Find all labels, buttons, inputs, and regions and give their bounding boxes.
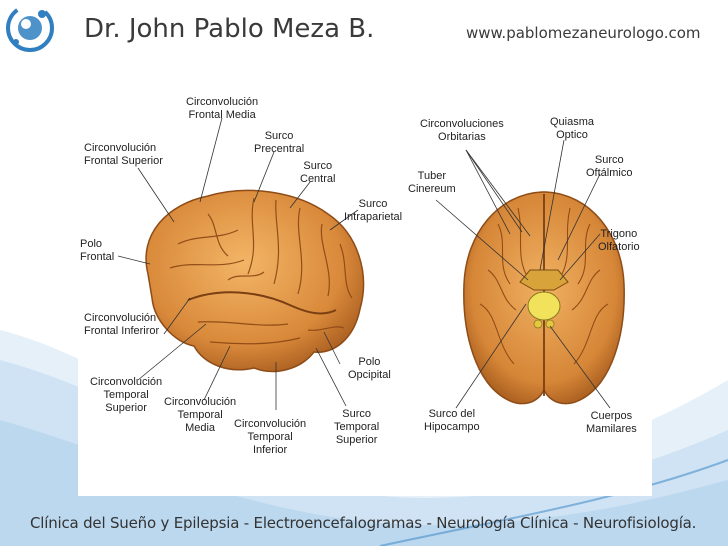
label-polo-occipital: Polo Opcipital (348, 356, 391, 381)
leader-lines (117, 117, 611, 410)
label-temporal-superior: Circonvolución Temporal Superior (90, 376, 163, 414)
label-temporal-media: Circonvolución Temporal Media (164, 396, 237, 434)
label-surco-central: Surco Central (300, 160, 336, 185)
label-frontal-superior: Circonvolución Frontal Superior (84, 142, 163, 167)
brain-diagram (117, 117, 625, 410)
basal-brain (463, 191, 625, 405)
label-surco-oftalmico: Surco Oftálmico (586, 154, 633, 179)
page-title: Dr. John Pablo Meza B. (84, 14, 375, 44)
label-mamilares: Cuerpos Mamilares (586, 410, 637, 435)
logo-icon (6, 4, 54, 52)
label-orbitarias: Circonvoluciones Orbitarias (420, 118, 504, 143)
label-polo-frontal: Polo Frontal (80, 238, 115, 263)
label-tuber: Tuber Cinereum (408, 170, 456, 195)
label-trigono: Trigono Olfatorio (598, 228, 640, 253)
footer-services: Clínica del Sueño y Epilepsia - Electroe… (30, 514, 697, 532)
label-temporal-inferior: Circonvolución Temporal Inferior (234, 418, 307, 456)
label-frontal-inferior: Circonvolución Frontal Inferiror (84, 312, 160, 337)
label-surco-intraparietal: Surco Intraparietal (344, 198, 403, 223)
website-url[interactable]: www.pablomezaneurologo.com (466, 24, 701, 42)
lateral-brain (145, 189, 365, 373)
label-quiasma: Quiasma Optico (550, 116, 595, 141)
label-frontal-media: Circonvolución Frontal Media (186, 96, 259, 121)
label-hipocampo: Surco del Hipocampo (424, 408, 480, 433)
label-surco-precentral: Surco Precentral (254, 130, 305, 155)
label-surco-temporal-superior: Surco Temporal Superior (334, 408, 380, 446)
